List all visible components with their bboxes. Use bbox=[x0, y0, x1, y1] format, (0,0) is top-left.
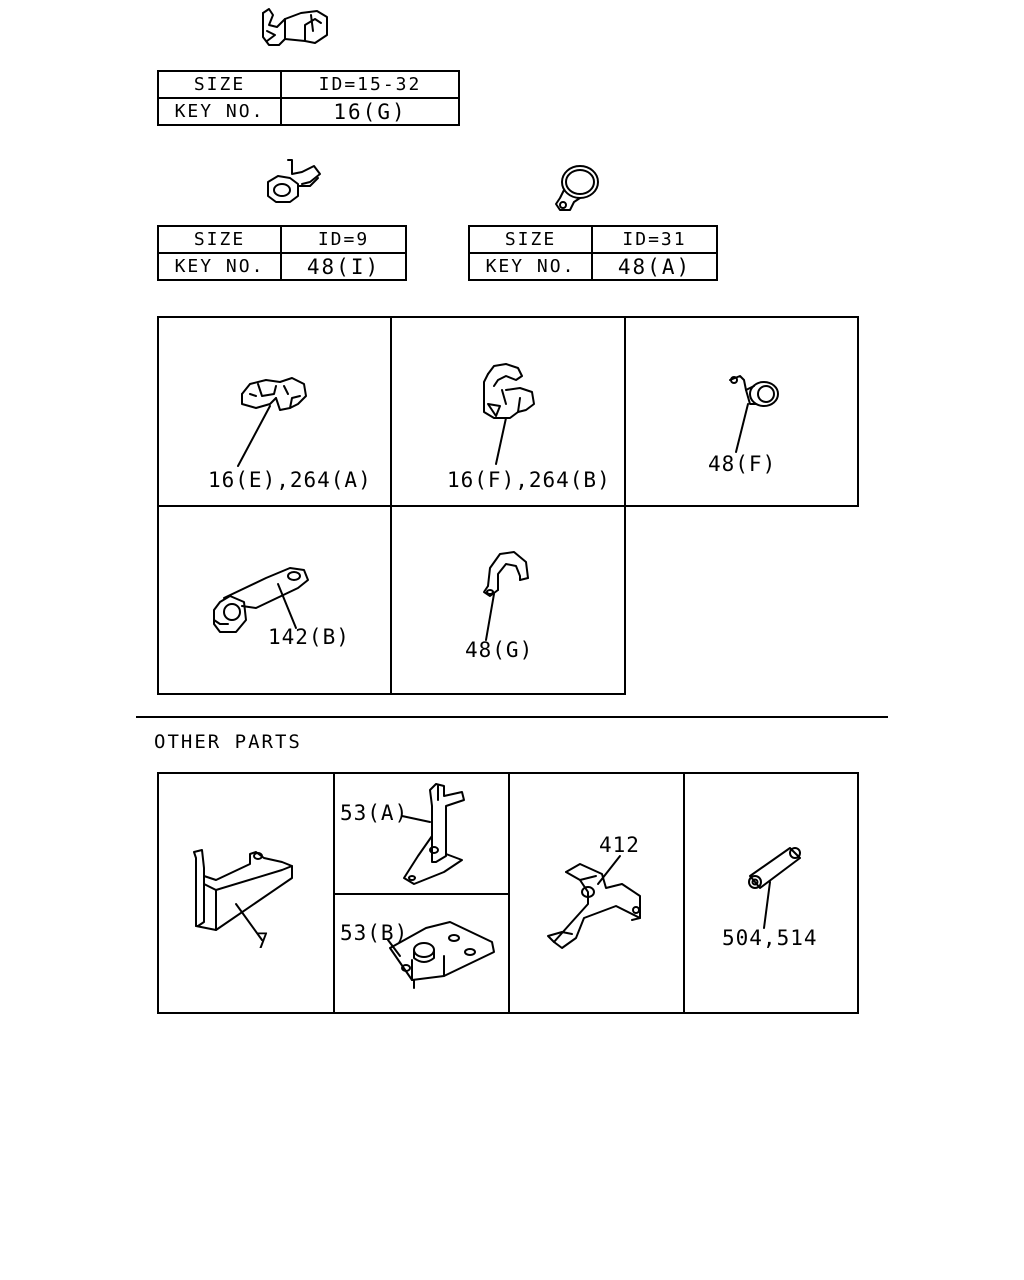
bracket-53a-illustration bbox=[401, 783, 465, 885]
section-divider bbox=[136, 716, 888, 718]
key-label: KEY NO. bbox=[157, 252, 282, 281]
clip-48i-illustration bbox=[267, 159, 321, 203]
clip-16f-illustration bbox=[483, 363, 535, 465]
clip-48a-illustration bbox=[555, 165, 599, 211]
callout-53a: 53(A) bbox=[340, 801, 409, 825]
key-label: KEY NO. bbox=[468, 252, 593, 281]
key-value: 16(G) bbox=[280, 97, 460, 126]
clip-48g-illustration bbox=[483, 551, 529, 641]
key-value: 48(I) bbox=[280, 252, 407, 281]
size-value: ID=15-32 bbox=[280, 70, 460, 99]
size-value: ID=9 bbox=[280, 225, 407, 254]
clip-142b-illustration bbox=[213, 567, 309, 633]
size-label: SIZE bbox=[157, 225, 282, 254]
spec-table-16g: SIZE ID=15-32 KEY NO. 16(G) bbox=[157, 70, 460, 126]
grid-cell-48g bbox=[390, 505, 626, 695]
size-label: SIZE bbox=[157, 70, 282, 99]
callout-48f: 48(F) bbox=[708, 452, 777, 476]
key-label: KEY NO. bbox=[157, 97, 282, 126]
callout-16e-264a: 16(E),264(A) bbox=[208, 468, 372, 492]
collar-504-illustration bbox=[748, 847, 801, 929]
bracket-412-illustration bbox=[547, 855, 641, 949]
clip-48f-illustration bbox=[729, 375, 779, 453]
callout-7: 7 bbox=[256, 929, 270, 953]
callout-412: 412 bbox=[599, 833, 640, 857]
bracket-7-illustration bbox=[193, 849, 293, 941]
spec-table-48i: SIZE ID=9 KEY NO. 48(I) bbox=[157, 225, 407, 281]
size-label: SIZE bbox=[468, 225, 593, 254]
part-cell-504 bbox=[683, 772, 859, 1014]
callout-142b: 142(B) bbox=[268, 625, 350, 649]
callout-504-514: 504,514 bbox=[722, 926, 818, 950]
size-value: ID=31 bbox=[591, 225, 718, 254]
bracket-53b-illustration bbox=[387, 921, 495, 989]
other-parts-heading: OTHER PARTS bbox=[154, 731, 302, 753]
callout-48g: 48(G) bbox=[465, 638, 534, 662]
grid-cell-48f bbox=[624, 316, 859, 507]
clip-16g-illustration bbox=[262, 8, 328, 46]
callout-53b: 53(B) bbox=[340, 921, 409, 945]
spec-table-48a: SIZE ID=31 KEY NO. 48(A) bbox=[468, 225, 718, 281]
callout-16f-264b: 16(F),264(B) bbox=[447, 468, 611, 492]
key-value: 48(A) bbox=[591, 252, 718, 281]
clip-16e-illustration bbox=[237, 377, 307, 467]
